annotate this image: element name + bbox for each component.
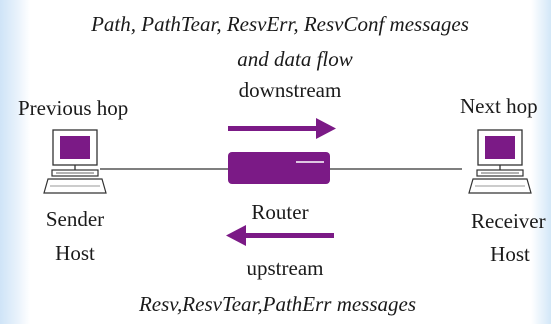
left-gradient-border [0,0,30,324]
receiver-computer-icon [468,129,532,194]
router-label: Router [251,200,309,224]
next-hop-label: Next hop [460,94,538,118]
footer-line: Resv,ResvTear,PathErr messages [138,292,417,316]
downstream-label: downstream [238,78,342,102]
sender-host-label: Host [55,241,95,265]
previous-hop-label: Previous hop [18,96,129,120]
sender-label: Sender [45,207,105,231]
downstream-arrow-icon [228,118,336,139]
receiver-label: Receiver [471,209,546,233]
upstream-label: upstream [246,256,324,280]
receiver-host-label: Host [490,242,530,266]
sender-computer-icon [43,129,107,194]
upstream-arrow-icon [226,225,334,246]
router-icon [228,152,330,184]
right-gradient-border [531,0,551,324]
header-line-1: Path, PathTear, ResvErr, ResvConf messag… [91,12,469,36]
header-line-2: and data flow [237,47,353,71]
